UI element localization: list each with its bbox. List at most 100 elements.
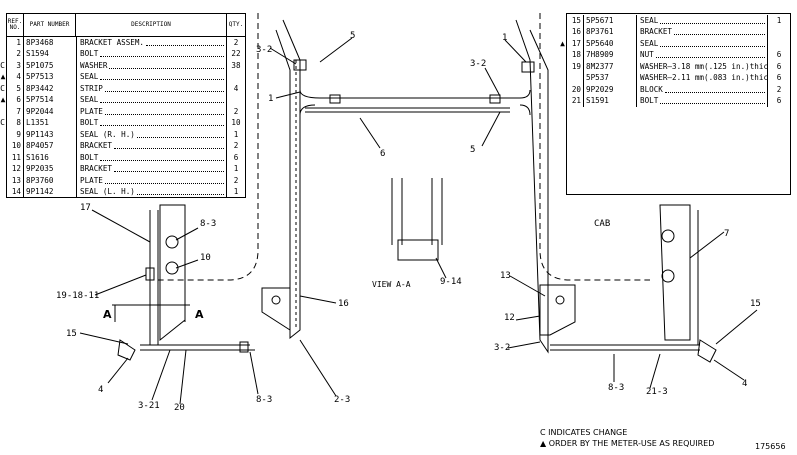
description: SEAL [77, 94, 227, 106]
description: NUT [637, 49, 768, 61]
cab-label: CAB [594, 219, 610, 229]
ref-number: 7 [16, 106, 21, 116]
header-qty: QTY. [228, 21, 244, 28]
ref-number: 11 [11, 152, 21, 162]
description: WASHER [77, 60, 227, 72]
description: BRACKET [77, 140, 227, 152]
footnote-change: C INDICATES CHANGE [540, 428, 628, 437]
quantity: 38 [231, 60, 241, 70]
part-number: S1616 [23, 152, 77, 164]
quantity: 1 [233, 129, 239, 139]
ref-number: 20 [571, 84, 581, 94]
callout-5: 5 [350, 31, 355, 41]
quantity: 2 [233, 175, 239, 185]
ref-number: 9 [16, 129, 21, 139]
quantity: 2 [233, 106, 239, 116]
change-mark: C ▲ [0, 95, 6, 105]
quantity: 6 [776, 50, 782, 60]
description: SEAL [637, 38, 768, 50]
quantity: 10 [231, 118, 241, 128]
part-number: 8P3468 [23, 37, 77, 49]
description: BRACKET [637, 26, 768, 38]
table-header: REF. NO. PART NUMBER DESCRIPTION QTY. [7, 14, 245, 37]
quantity: 6 [776, 96, 782, 106]
callout-8-3: 8-3 [200, 219, 216, 229]
quantity: 4 [233, 83, 239, 93]
header-description: DESCRIPTION [76, 14, 227, 36]
quantity: 2 [233, 37, 239, 47]
quantity: 2 [233, 141, 239, 151]
part-number: 5P5671 [583, 15, 637, 27]
callout-1-right: 1 [502, 33, 507, 43]
part-number: 8P3442 [23, 83, 77, 95]
callout-3-21: 3-21 [138, 401, 160, 411]
change-mark: C ▲ [0, 72, 6, 82]
callout-3-2-right-top: 3-2 [470, 59, 486, 69]
part-number: L1351 [23, 117, 77, 129]
part-number: 9P1142 [23, 186, 77, 198]
description: WASHER—3.18 mm(.125 in.)thick [637, 61, 768, 73]
callout-7: 7 [724, 229, 729, 239]
callout-2-3: 2-3 [334, 395, 350, 405]
change-mark: C [0, 60, 5, 70]
part-number: 5P7514 [23, 94, 77, 106]
description: SEAL (R. H.) [77, 129, 227, 141]
part-number: 5P7513 [23, 71, 77, 83]
description: BOLT [637, 95, 768, 107]
ref-number: 17 [571, 38, 581, 48]
callout-15-right: 15 [750, 299, 761, 309]
part-number: 9P2029 [583, 84, 637, 96]
section-marker-a-left: A [103, 308, 112, 321]
quantity: 6 [776, 61, 782, 71]
description: PLATE [77, 175, 227, 187]
ref-number: 16 [571, 27, 581, 37]
callout-8-3-bottom: 8-3 [256, 395, 272, 405]
footnotes: C INDICATES CHANGE ▲ ORDER BY THE METER-… [540, 427, 714, 449]
callout-10: 10 [200, 253, 211, 263]
document-number: 175656 [755, 442, 786, 451]
header-part-number: PART NUMBER [24, 14, 76, 36]
ref-number: 2 [16, 49, 21, 59]
callout-15: 15 [66, 329, 77, 339]
part-number: 5P1075 [23, 60, 77, 72]
description: SEAL (L. H.) [77, 186, 227, 198]
callout-1: 1 [268, 94, 273, 104]
ref-number: 19 [571, 61, 581, 71]
description: PLATE [77, 106, 227, 118]
parts-table-left: REF. NO. PART NUMBER DESCRIPTION QTY. 1 8… [0, 13, 246, 198]
part-number: 8P3761 [583, 26, 637, 38]
description: BRACKET ASSEM. [77, 37, 227, 49]
ref-number: 12 [11, 164, 21, 174]
callout-12: 12 [504, 313, 515, 323]
callout-3-2-right: 3-2 [494, 343, 510, 353]
ref-number: 14 [11, 187, 21, 197]
quantity: 1 [233, 164, 239, 174]
quantity: 1 [233, 187, 239, 197]
callout-4: 4 [98, 385, 103, 395]
ref-number: 18 [571, 50, 581, 60]
callout-3-2: 3-2 [256, 45, 272, 55]
section-marker-a-right: A [195, 308, 204, 321]
ref-number: 21 [571, 96, 581, 106]
callout-6: 6 [380, 149, 385, 159]
callout-13: 13 [500, 271, 511, 281]
callout-16: 16 [338, 299, 349, 309]
part-number: 7H8909 [583, 49, 637, 61]
callout-5-right: 5 [470, 145, 475, 155]
callout-9-14: 9-14 [440, 277, 462, 287]
description: BRACKET [77, 163, 227, 175]
footnote-order: ▲ ORDER BY THE METER-USE AS REQUIRED [540, 439, 715, 448]
